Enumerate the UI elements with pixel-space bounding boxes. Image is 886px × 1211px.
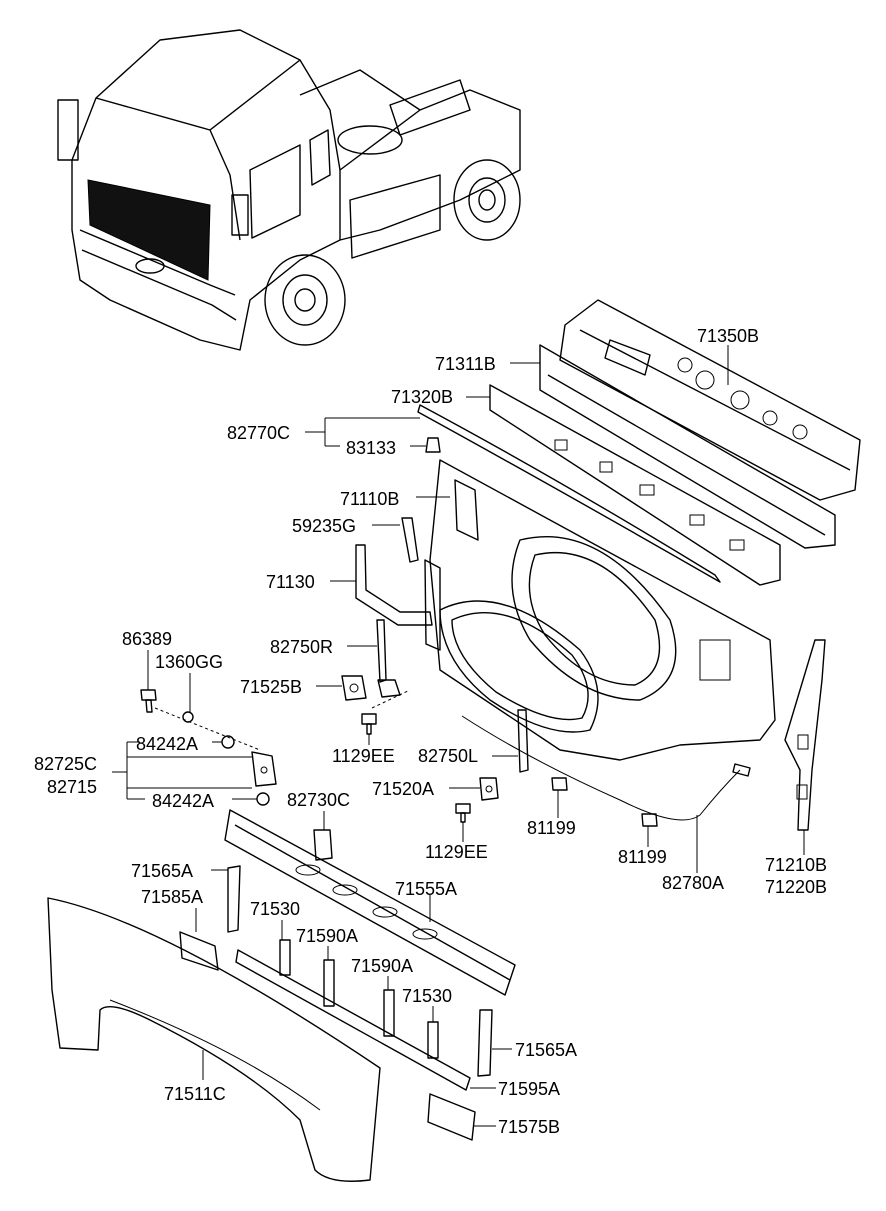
truck-illustration-icon — [57, 29, 521, 351]
label-71210B: 71210B — [765, 855, 827, 875]
label-71110B: 71110B — [340, 489, 399, 509]
part-81199-a — [551, 777, 568, 791]
label-71311B: 71311B — [435, 354, 496, 374]
part-inner-pillar — [424, 559, 441, 651]
label-59235G: 59235G — [292, 516, 356, 536]
part-71595A — [235, 949, 471, 1091]
label-71565A-a: 71565A — [131, 861, 193, 881]
label-82730C: 82730C — [287, 790, 350, 810]
part-71590A-b — [383, 989, 395, 1037]
part-71575B — [427, 1093, 476, 1141]
label-82750L: 82750L — [418, 746, 478, 766]
label-71130: 71130 — [266, 572, 315, 592]
label-71511C: 71511C — [164, 1084, 226, 1104]
part-1129EE-a — [361, 713, 377, 735]
label-1360GG: 1360GG — [155, 652, 223, 672]
part-59235G — [401, 517, 419, 563]
part-84242A-a — [221, 735, 235, 749]
part-82780A — [461, 715, 741, 821]
label-71530-a: 71530 — [250, 899, 300, 919]
part-71511C — [47, 897, 381, 1182]
part-71311B — [539, 344, 836, 549]
label-71320B: 71320B — [391, 387, 453, 407]
part-71320B — [489, 384, 781, 586]
label-71565A-b: 71565A — [515, 1040, 577, 1060]
label-82780A: 82780A — [662, 873, 724, 893]
label-82715: 82715 — [47, 777, 97, 797]
weatherstrip-line — [417, 404, 721, 583]
assembly-line-86389 — [154, 707, 261, 751]
label-71590A-a: 71590A — [296, 926, 358, 946]
label-71590A-b: 71590A — [351, 956, 413, 976]
label-82750R: 82750R — [270, 637, 333, 657]
label-84242A-a: 84242A — [136, 734, 198, 754]
part-86389 — [140, 689, 157, 713]
part-82725C — [251, 751, 277, 787]
part-83133 — [425, 437, 441, 453]
part-71210B — [784, 639, 826, 831]
part-71130 — [355, 544, 433, 626]
part-71350B — [559, 299, 861, 501]
part-1129EE-b — [455, 803, 471, 823]
label-71555A: 71555A — [395, 879, 457, 899]
part-82750L — [517, 709, 529, 773]
part-84242A-b — [256, 792, 270, 806]
label-86389: 86389 — [122, 629, 172, 649]
part-71520A — [479, 777, 499, 801]
label-81199-a: 81199 — [527, 818, 576, 838]
label-84242A-b: 84242A — [152, 791, 214, 811]
assembly-line-71525B — [371, 689, 411, 709]
label-71350B: 71350B — [697, 326, 759, 346]
leader-lines — [112, 345, 805, 1127]
label-71525B: 71525B — [240, 677, 302, 697]
part-71565A-b — [477, 1009, 493, 1077]
label-83133: 83133 — [346, 438, 396, 458]
label-71520A: 71520A — [372, 779, 434, 799]
part-71110B — [429, 459, 776, 761]
label-82725C: 82725C — [34, 754, 97, 774]
label-71530-b: 71530 — [402, 986, 452, 1006]
label-71595A: 71595A — [498, 1079, 560, 1099]
label-71220B: 71220B — [765, 877, 827, 897]
label-1129EE-a: 1129EE — [332, 746, 395, 766]
label-81199-b: 81199 — [618, 847, 667, 867]
part-71530-b — [427, 1021, 439, 1059]
part-71530-a — [279, 939, 291, 976]
part-71565A-a — [227, 865, 241, 933]
label-1129EE-b: 1129EE — [425, 842, 488, 862]
part-labels: 71350B 71311B 71320B 82770C 83133 71110B… — [34, 326, 827, 1137]
part-71525B — [341, 675, 367, 701]
label-71575B: 71575B — [498, 1117, 560, 1137]
part-82730C — [313, 829, 333, 861]
label-71585A: 71585A — [141, 887, 203, 907]
part-82750R — [376, 619, 401, 698]
part-81199-b — [641, 813, 658, 827]
part-71590A-a — [323, 959, 335, 1007]
part-1360GG — [182, 711, 194, 723]
cable-end — [732, 763, 751, 777]
label-82770C: 82770C — [227, 423, 290, 443]
part-71555A — [224, 809, 516, 996]
